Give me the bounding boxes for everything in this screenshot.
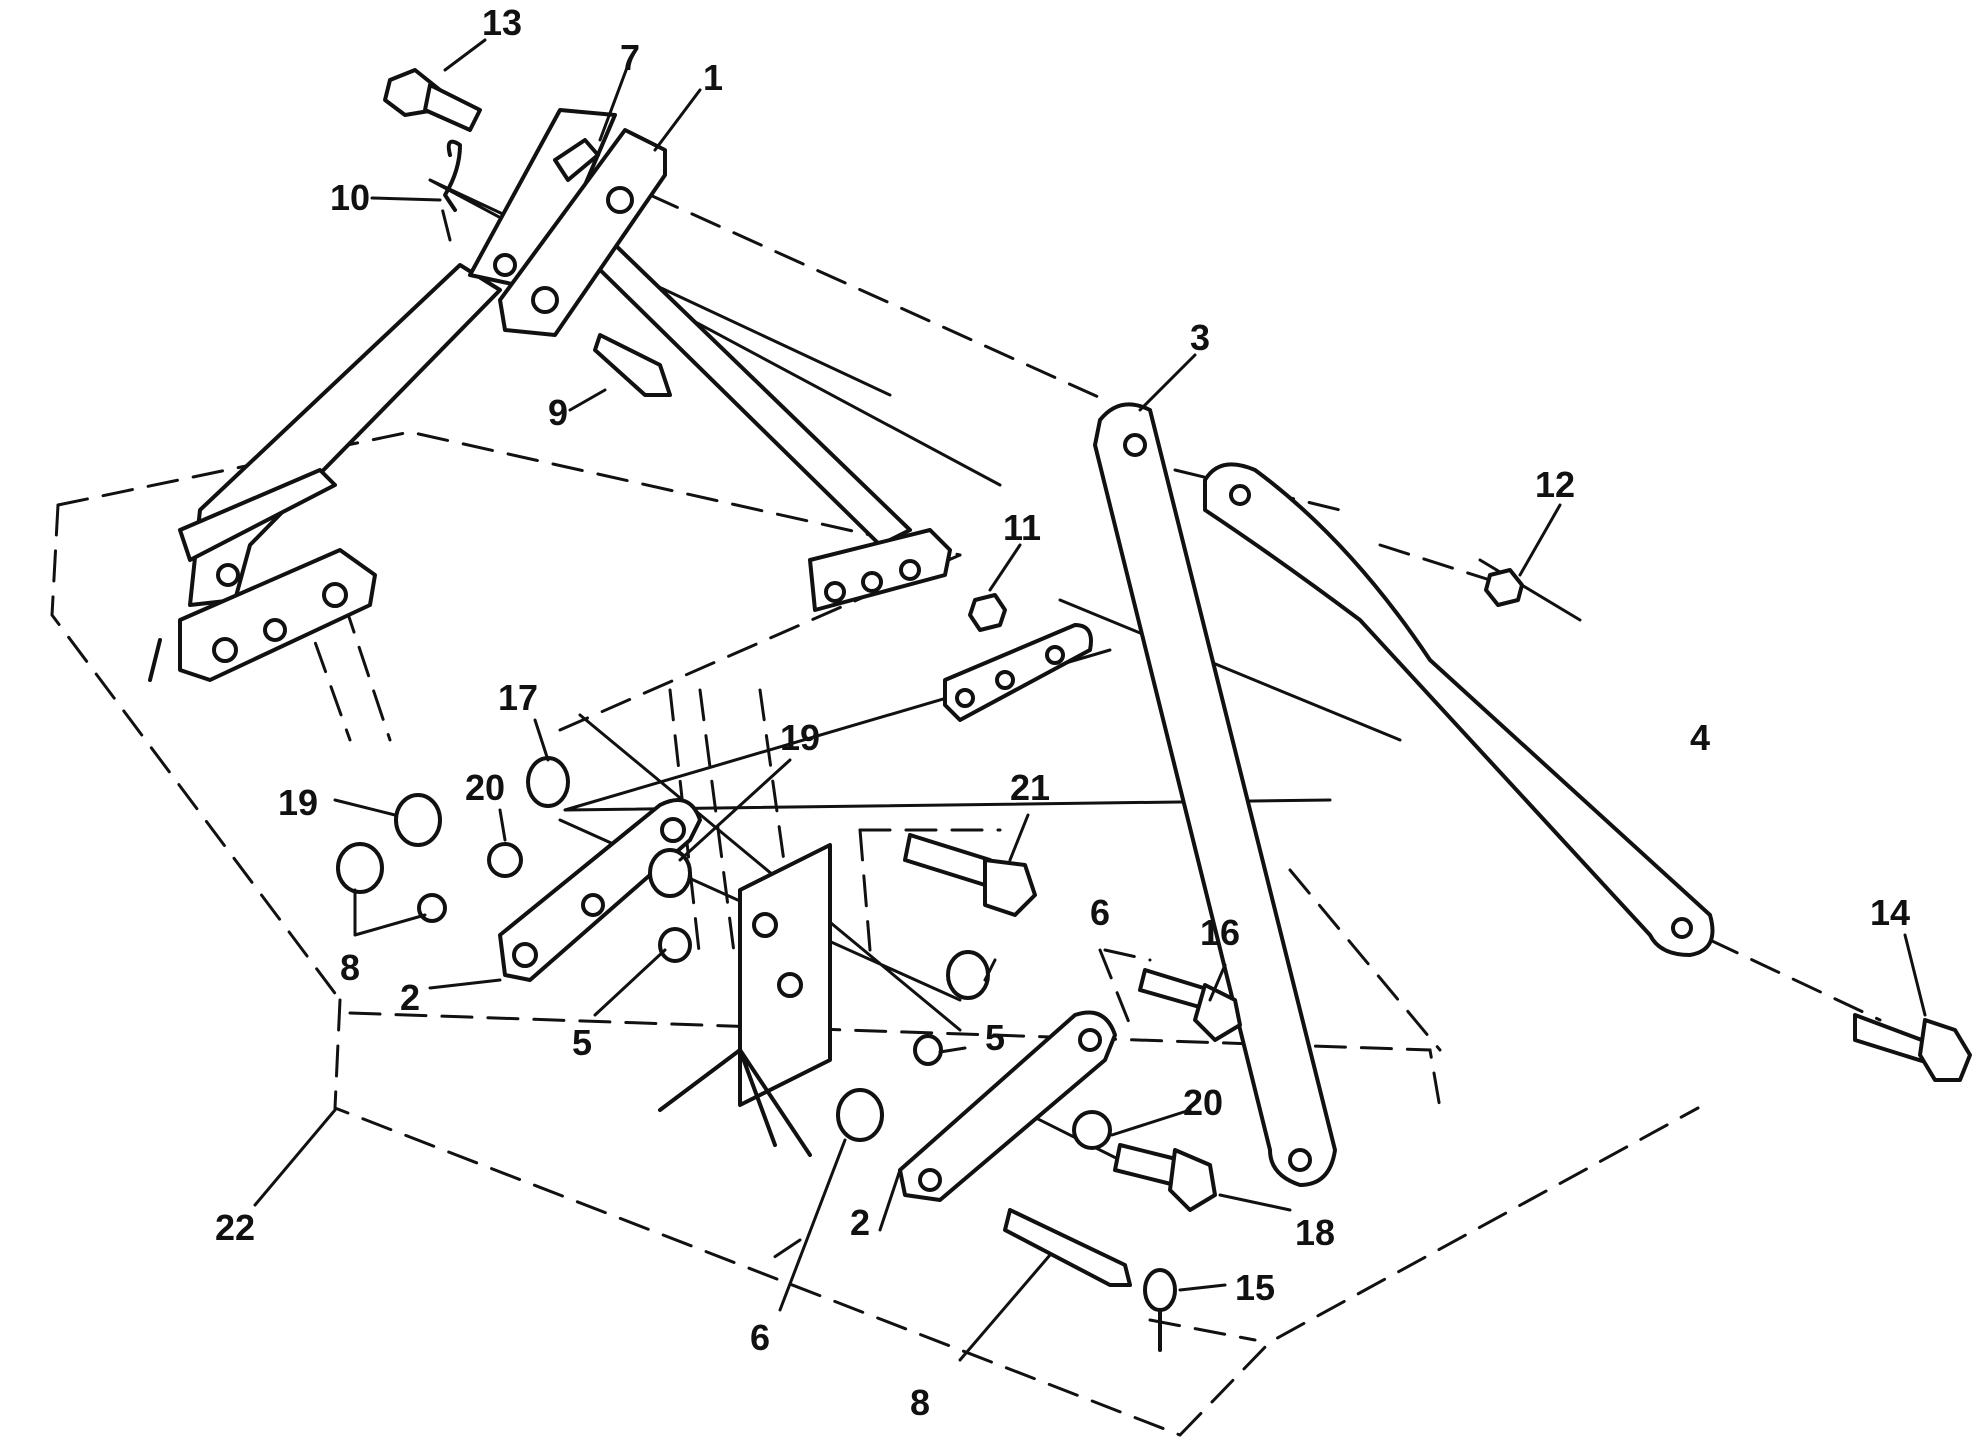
spacer-17[interactable]	[526, 756, 570, 808]
bolt-13[interactable]	[383, 68, 482, 132]
hole	[216, 563, 240, 587]
callout-7: 7	[620, 37, 640, 78]
callout-8-lower: 8	[910, 1382, 930, 1423]
callout-12: 12	[1535, 464, 1575, 505]
hole	[212, 637, 238, 663]
nut-11[interactable]	[968, 593, 1007, 632]
callout-19-right: 19	[780, 717, 820, 758]
bushing-6-right[interactable]	[946, 950, 990, 1000]
callout-14: 14	[1870, 892, 1910, 933]
callout-21: 21	[1010, 767, 1050, 808]
main-link-assembly[interactable]	[148, 108, 952, 682]
callout-15: 15	[1235, 1267, 1275, 1308]
hole	[1045, 645, 1065, 665]
lift-arm-long[interactable]	[1093, 402, 1337, 1187]
nut-12[interactable]	[1484, 568, 1524, 607]
hole	[1078, 1028, 1102, 1052]
leader-lines	[253, 38, 1927, 1362]
small-link-plate[interactable]	[943, 623, 1093, 722]
bushing-6-left[interactable]	[836, 1088, 884, 1142]
callout-20-right: 20	[1183, 1082, 1223, 1123]
callout-4: 4	[1690, 717, 1710, 758]
bolt-18[interactable]	[1113, 1143, 1217, 1212]
link-plate-upper[interactable]	[498, 798, 702, 982]
split-fork	[658, 1048, 812, 1157]
curved-arm[interactable]	[1203, 462, 1715, 957]
link-plate-lower[interactable]	[898, 1010, 1117, 1202]
callout-6-left: 6	[750, 1317, 770, 1358]
washer-20-left[interactable]	[487, 842, 523, 878]
pin-7[interactable]	[553, 138, 600, 182]
hole	[899, 559, 921, 581]
pin-9[interactable]	[593, 333, 672, 397]
callout-17: 17	[498, 677, 538, 718]
callout-8-left: 8	[340, 947, 360, 988]
callout-16: 16	[1200, 912, 1240, 953]
callout-6-right: 6	[1090, 892, 1110, 933]
bolt-16[interactable]	[1138, 968, 1242, 1042]
eye-pin-15[interactable]	[1143, 1268, 1177, 1352]
callout-5-right: 5	[985, 1017, 1005, 1058]
hole	[1123, 433, 1147, 457]
callout-1: 1	[703, 57, 723, 98]
hole	[1229, 484, 1251, 506]
callout-9: 9	[548, 392, 568, 433]
callout-5-left: 5	[572, 1022, 592, 1063]
hole	[263, 618, 287, 642]
hole	[824, 581, 846, 603]
callout-20-left: 20	[465, 767, 505, 808]
spacer-19-left[interactable]	[394, 793, 442, 847]
hole	[493, 253, 517, 277]
callout-10: 10	[330, 177, 370, 218]
bracket-plate[interactable]	[738, 843, 832, 1107]
washer-20-right[interactable]	[1072, 1110, 1112, 1150]
hole	[606, 186, 634, 214]
mounting-frame-outline	[50, 430, 1700, 1437]
spacer-5-upper[interactable]	[658, 927, 692, 963]
nut-8-left[interactable]	[336, 842, 384, 894]
hole	[581, 893, 605, 917]
hole	[1288, 1148, 1312, 1172]
callout-2-upper: 2	[400, 977, 420, 1018]
hole	[752, 912, 778, 938]
bolt-21[interactable]	[903, 833, 1037, 917]
hole	[777, 972, 803, 998]
hole	[861, 571, 883, 593]
hole	[322, 582, 348, 608]
hole	[995, 670, 1015, 690]
callout-2-lower: 2	[850, 1202, 870, 1243]
hole	[1671, 917, 1693, 939]
callout-3: 3	[1190, 317, 1210, 358]
hole	[512, 942, 538, 968]
spacer-5-lower[interactable]	[913, 1034, 943, 1066]
callout-22: 22	[215, 1207, 255, 1248]
pin-8-lower[interactable]	[1003, 1208, 1132, 1287]
hole	[531, 286, 559, 314]
callout-11: 11	[1003, 507, 1041, 548]
callout-13: 13	[482, 2, 522, 43]
hole	[955, 688, 975, 708]
callout-19-left: 19	[278, 782, 318, 823]
hole	[918, 1168, 942, 1192]
hole	[660, 817, 686, 843]
clip-10[interactable]	[443, 139, 462, 212]
callout-labels: 1 2 2 3 4 5 5 6 6 7 8 8 9 10 11 12 13 14…	[215, 2, 1910, 1423]
bolt-14[interactable]	[1853, 1013, 1972, 1082]
callout-18: 18	[1295, 1212, 1335, 1253]
